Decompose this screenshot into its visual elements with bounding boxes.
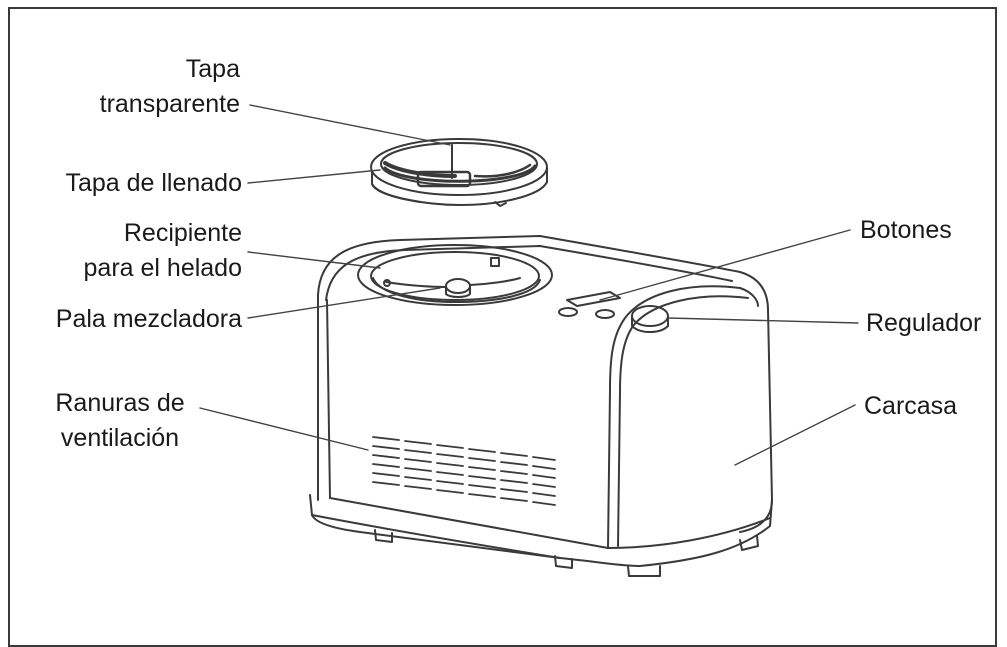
transparent-lid [370,138,548,207]
label-carcasa: Carcasa [864,392,958,420]
label-pala-mezcladora: Pala mezcladora [55,305,242,333]
label-ranuras-line2: ventilación [60,424,180,452]
leader-ranuras [199,407,369,451]
label-regulador: Regulador [866,309,982,337]
label-botones: Botones [860,216,952,244]
leader-carcasa [734,404,856,466]
leader-lines [199,104,859,466]
label-tapa-transparente-line1: Tapa [185,55,240,83]
leader-pala [247,287,441,319]
label-ranuras-line1: Ranuras de [55,389,185,417]
label-recipiente-line2: para el helado [83,254,242,282]
leader-regulador [667,317,859,324]
leader-recipiente [247,251,381,269]
label-tapa-transparente-line2: transparente [99,90,240,118]
diagram-frame [8,7,997,647]
label-tapa-de-llenado: Tapa de llenado [65,169,242,197]
leader-tapa-transparente [249,104,451,146]
leader-botones [599,229,851,301]
label-recipiente-line1: Recipiente [123,219,242,247]
leader-tapa-llenado [247,169,381,184]
machine-body [309,235,773,577]
